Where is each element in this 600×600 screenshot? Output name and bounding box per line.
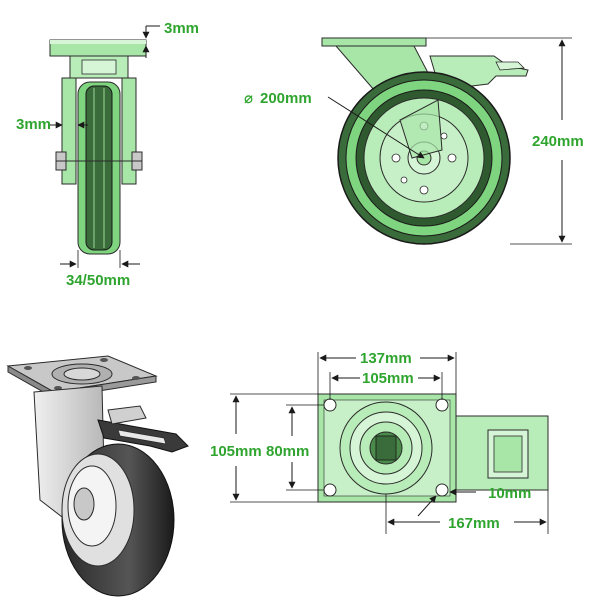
side-view: ⌀ 200mm 240mm xyxy=(244,37,584,245)
plate-width-label: 105mm xyxy=(210,443,262,460)
bolt-hole xyxy=(435,398,449,412)
plate-thickness-label: 3mm xyxy=(164,20,199,37)
fork-thickness-label: 3mm xyxy=(16,116,51,133)
perspective-view xyxy=(6,355,189,597)
bolt-hole-label: 10mm xyxy=(488,485,531,502)
overall-height-label: 240mm xyxy=(532,133,584,150)
wheel-diameter-label: 200mm xyxy=(260,90,312,107)
wheel-diameter-symbol: ⌀ xyxy=(244,90,253,107)
persp-wheel-hub xyxy=(73,487,95,521)
side-top-plate xyxy=(321,37,427,47)
bolt-hole xyxy=(323,398,337,412)
bolt-hole xyxy=(323,483,337,497)
hole-spacing-length-label: 105mm xyxy=(362,370,414,387)
bolt-hole xyxy=(435,483,449,497)
top-view: 137mm 105mm 105mm 80mm 10mm 167mm xyxy=(210,350,549,534)
wheel-width-label: 34/50mm xyxy=(66,272,130,289)
plate-length-label: 137mm xyxy=(360,350,412,367)
hole-spacing-width-label: 80mm xyxy=(266,443,309,460)
brake-reach-label: 167mm xyxy=(448,515,500,532)
front-view: 3mm 3mm 34/50mm xyxy=(16,20,199,289)
